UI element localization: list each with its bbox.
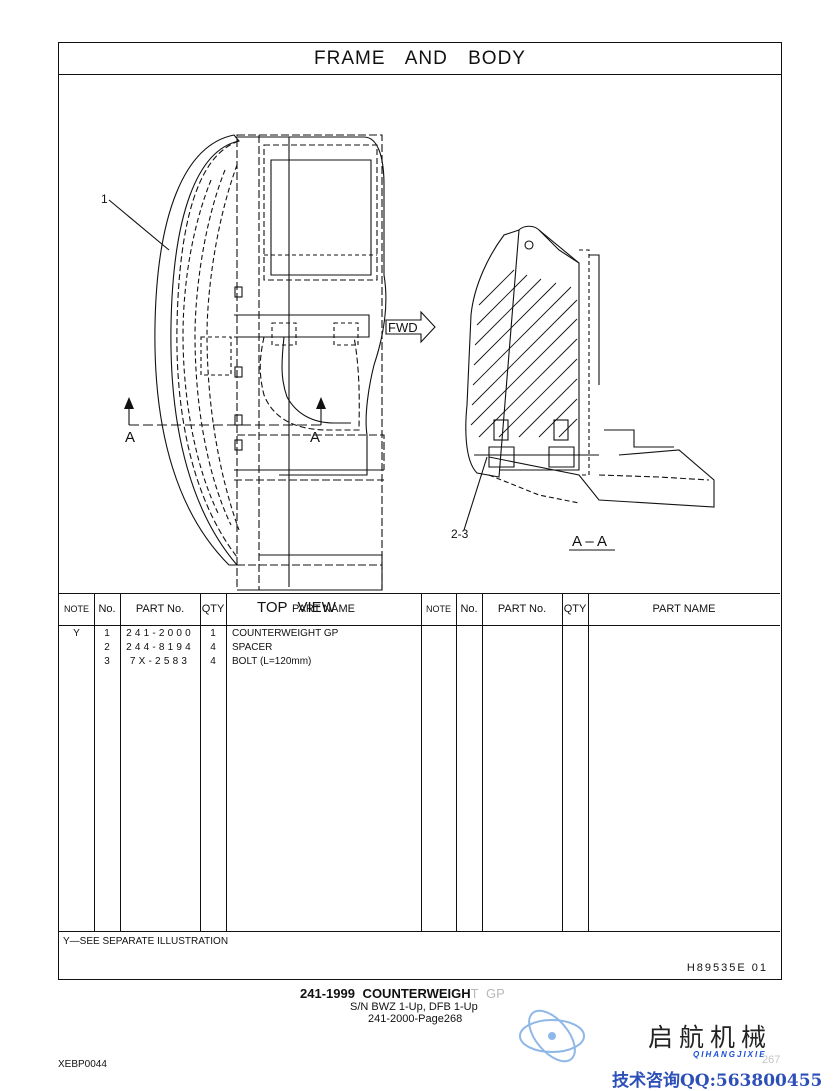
header-part-no-2: PART No. <box>497 603 547 615</box>
top-view-drawing <box>108 134 715 591</box>
note-area: Y—SEE SEPARATE ILLUSTRATION H89535E 01 <box>59 931 780 979</box>
table-row-qty: 1 <box>210 628 216 639</box>
footer-serial: S/N BWZ 1-Up, DFB 1-Up <box>350 1001 478 1013</box>
table-row-note: Y <box>73 628 80 639</box>
table-row-part-no: 7X-2583 <box>129 656 191 667</box>
header-no: No. <box>98 603 116 615</box>
fwd-label: FWD <box>388 320 418 335</box>
watermark-logo-icon <box>519 1009 585 1063</box>
table-row-part-name: SPACER <box>232 642 273 653</box>
header-qty: QTY <box>201 603 225 615</box>
section-marker-right: A <box>310 429 321 446</box>
table-row-qty: 4 <box>210 642 216 653</box>
illustration-code: H89535E 01 <box>686 962 768 974</box>
faint-page-number: 267 <box>762 1054 781 1066</box>
parts-sheet: FRAME AND BODY <box>58 42 782 980</box>
top-view-label: TOP VIEW <box>257 599 336 616</box>
header-part-name: PART NAME <box>292 603 355 615</box>
parts-table: NOTE No. PART No. QTY PART NAME NOTE No.… <box>59 593 780 931</box>
header-note-2: NOTE <box>425 604 451 614</box>
parts-illustration: 1 2-3 A A FWD TOP VIEW A – A <box>59 75 780 616</box>
table-row-part-no: 244-8194 <box>126 642 194 653</box>
table-row-qty: 4 <box>210 656 216 667</box>
header-qty-2: QTY <box>563 603 587 615</box>
header-note: NOTE <box>63 604 89 614</box>
page-title: FRAME AND BODY <box>59 43 781 75</box>
watermark-company-name: 启航机械 <box>648 1023 773 1052</box>
item-callout-1: 1 <box>101 192 108 206</box>
table-row-part-name: BOLT (L=120mm) <box>232 656 312 667</box>
section-marker-left: A <box>125 429 136 446</box>
table-row-no: 3 <box>104 656 110 667</box>
header-part-name-2: PART NAME <box>652 603 716 615</box>
footer-title: 241-1999 COUNTERWEIGHT GP <box>300 986 505 1001</box>
footer-title-faded: T GP <box>470 986 505 1001</box>
header-part-no: PART No. <box>135 603 185 615</box>
separate-illustration-note: Y—SEE SEPARATE ILLUSTRATION <box>63 936 229 947</box>
section-view-label: A – A <box>572 533 608 550</box>
item-callout-2-3: 2-3 <box>451 527 469 541</box>
table-row-no: 1 <box>104 628 110 639</box>
watermark-contact: 技术咨询QQ:563800455 <box>612 1071 823 1091</box>
header-no-2: No. <box>460 603 478 615</box>
doc-code: XEBP0044 <box>58 1059 107 1070</box>
table-row-part-name: COUNTERWEIGHT GP <box>232 628 339 639</box>
footer-title-main: 241-1999 COUNTERWEIGH <box>300 986 471 1001</box>
table-row-part-no: 241-2000 <box>126 628 194 639</box>
watermark-pinyin: QIHANGJIXIE <box>693 1050 767 1059</box>
table-row-no: 2 <box>104 642 110 653</box>
footer-page-ref: 241-2000-Page268 <box>368 1013 463 1025</box>
